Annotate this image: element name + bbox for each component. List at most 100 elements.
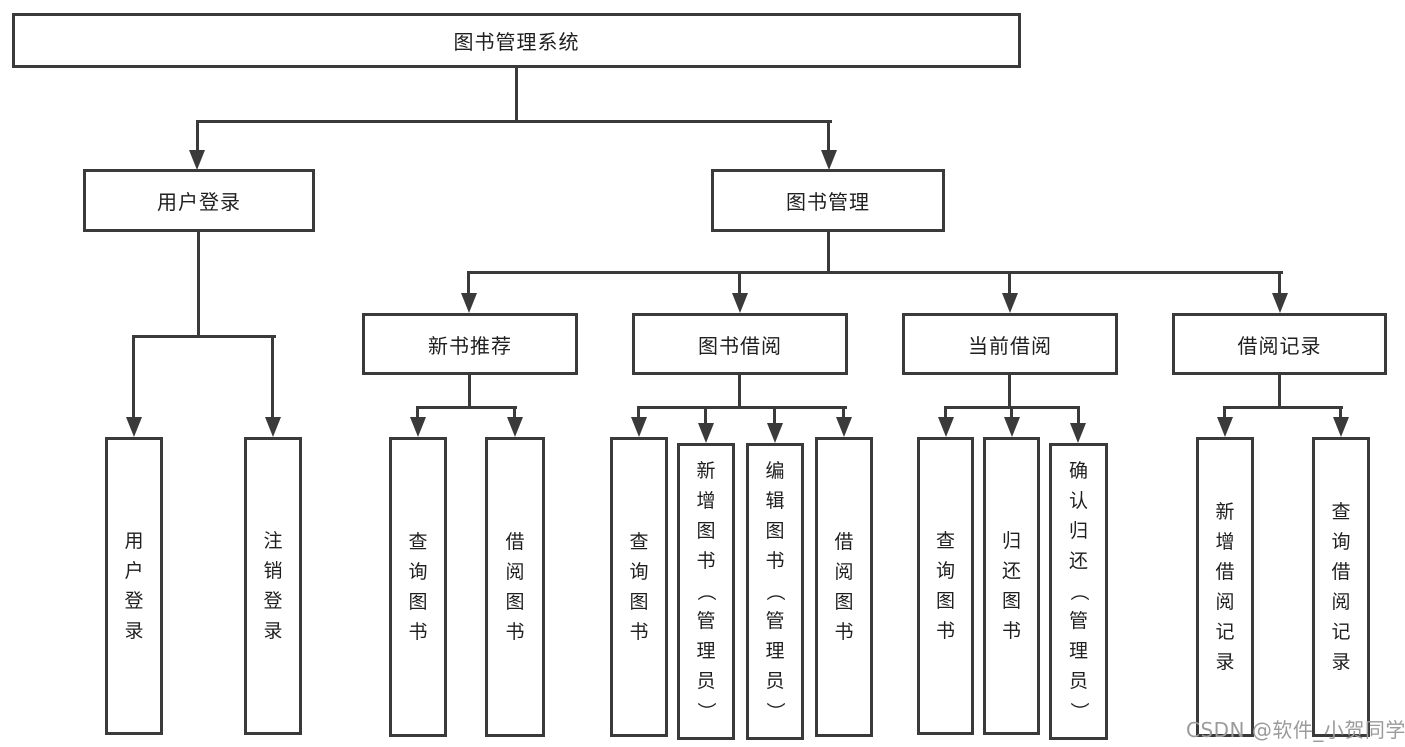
vertical-char: 记 xyxy=(1331,620,1351,643)
vertical-char: 户 xyxy=(124,559,144,582)
vertical-char: 书 xyxy=(765,550,785,572)
connector-line xyxy=(827,120,830,152)
leaf-query-books-recommend: 查询图书 xyxy=(389,437,447,737)
connector-line xyxy=(1278,271,1281,297)
connector-line xyxy=(468,375,471,409)
vertical-char: 增 xyxy=(696,490,716,512)
arrow-down-icon xyxy=(732,293,748,313)
arrow-down-icon xyxy=(767,423,783,443)
arrow-down-icon xyxy=(461,293,477,313)
arrow-down-icon xyxy=(1004,417,1020,437)
arrow-down-icon xyxy=(126,417,142,437)
connector-line xyxy=(773,406,776,426)
vertical-char: 书 xyxy=(834,620,854,643)
vertical-char: 记 xyxy=(1215,620,1235,643)
vertical-char: 增 xyxy=(1215,530,1235,553)
vertical-char: （ xyxy=(1067,581,1090,602)
arrow-down-icon xyxy=(836,417,852,437)
vertical-char: 员 xyxy=(696,670,716,692)
vertical-char: （ xyxy=(764,581,787,602)
node-user-login: 用户登录 xyxy=(83,169,315,232)
leaf-borrow-books-borrowing: 借阅图书 xyxy=(815,437,873,737)
connector-line xyxy=(1223,406,1343,409)
vertical-char: 理 xyxy=(1068,640,1088,662)
vertical-char: 图 xyxy=(696,520,716,542)
node-library-management-system: 图书管理系统 xyxy=(12,13,1021,68)
vertical-char: 借 xyxy=(1215,560,1235,583)
vertical-char: 录 xyxy=(1331,650,1351,673)
arrow-down-icon xyxy=(265,417,281,437)
node-new-book-recommendation: 新书推荐 xyxy=(362,313,578,375)
vertical-char: ） xyxy=(764,701,787,722)
connector-line xyxy=(1008,375,1011,409)
vertical-char: 登 xyxy=(263,589,283,612)
node-book-management: 图书管理 xyxy=(711,169,945,232)
connector-line xyxy=(704,406,707,426)
vertical-char: 录 xyxy=(263,619,283,642)
node-book-borrowing: 图书借阅 xyxy=(632,313,848,375)
watermark: CSDN @软件_小贺同学 xyxy=(1186,718,1405,742)
leaf-logout-login: 注销登录 xyxy=(244,437,302,735)
arrow-down-icon xyxy=(631,417,647,437)
vertical-char: 询 xyxy=(935,559,955,582)
vertical-char: 归 xyxy=(1068,520,1088,542)
vertical-char: 管 xyxy=(696,610,716,632)
vertical-char: 新 xyxy=(1215,500,1235,523)
vertical-char: 理 xyxy=(765,640,785,662)
arrow-down-icon xyxy=(938,417,954,437)
connector-line xyxy=(842,406,845,420)
vertical-char: 阅 xyxy=(834,560,854,583)
connector-line xyxy=(637,406,847,409)
vertical-char: 管 xyxy=(765,610,785,632)
vertical-char: 管 xyxy=(1068,610,1088,632)
connector-line xyxy=(132,335,276,338)
connector-line xyxy=(944,406,947,420)
vertical-char: 询 xyxy=(408,560,428,583)
vertical-char: 借 xyxy=(834,530,854,553)
connector-line xyxy=(515,68,518,123)
arrow-down-icon xyxy=(1002,293,1018,313)
connector-line xyxy=(513,406,516,420)
arrow-down-icon xyxy=(507,417,523,437)
vertical-char: 书 xyxy=(696,550,716,572)
arrow-down-icon xyxy=(1272,293,1288,313)
vertical-char: （ xyxy=(695,581,718,602)
leaf-query-borrowing-record: 查询借阅记录 xyxy=(1312,437,1370,737)
leaf-add-book-admin: 新增图书（管理员） xyxy=(677,443,735,740)
vertical-char: ） xyxy=(1067,701,1090,722)
connector-line xyxy=(738,375,741,409)
connector-line xyxy=(416,406,517,409)
connector-line xyxy=(1339,406,1342,420)
vertical-char: 销 xyxy=(263,559,283,582)
connector-line xyxy=(196,120,199,152)
vertical-char: 图 xyxy=(505,590,525,613)
arrow-down-icon xyxy=(698,423,714,443)
connector-line xyxy=(1223,406,1226,420)
connector-line xyxy=(637,406,640,420)
arrow-down-icon xyxy=(1070,423,1086,443)
vertical-char: 录 xyxy=(124,619,144,642)
vertical-char: 还 xyxy=(1068,550,1088,572)
vertical-char: 图 xyxy=(629,590,649,613)
vertical-char: 注 xyxy=(263,529,283,552)
leaf-query-books-borrowing: 查询图书 xyxy=(610,437,668,737)
leaf-edit-book-admin: 编辑图书（管理员） xyxy=(746,443,804,740)
vertical-char: 确 xyxy=(1068,460,1088,482)
leaf-add-borrowing-record: 新增借阅记录 xyxy=(1196,437,1254,737)
vertical-char: 查 xyxy=(1331,500,1351,523)
connector-line xyxy=(1077,406,1080,426)
vertical-char: 员 xyxy=(765,670,785,692)
leaf-user-login: 用户登录 xyxy=(105,437,163,735)
vertical-char: 图 xyxy=(408,590,428,613)
vertical-char: 借 xyxy=(505,530,525,553)
vertical-char: 书 xyxy=(505,620,525,643)
vertical-char: 用 xyxy=(124,529,144,552)
vertical-char: 归 xyxy=(1001,529,1021,552)
vertical-char: 查 xyxy=(935,529,955,552)
vertical-char: 图 xyxy=(1001,589,1021,612)
vertical-char: 书 xyxy=(1001,619,1021,642)
vertical-char: 理 xyxy=(696,640,716,662)
vertical-char: 阅 xyxy=(505,560,525,583)
vertical-char: 认 xyxy=(1068,490,1088,512)
